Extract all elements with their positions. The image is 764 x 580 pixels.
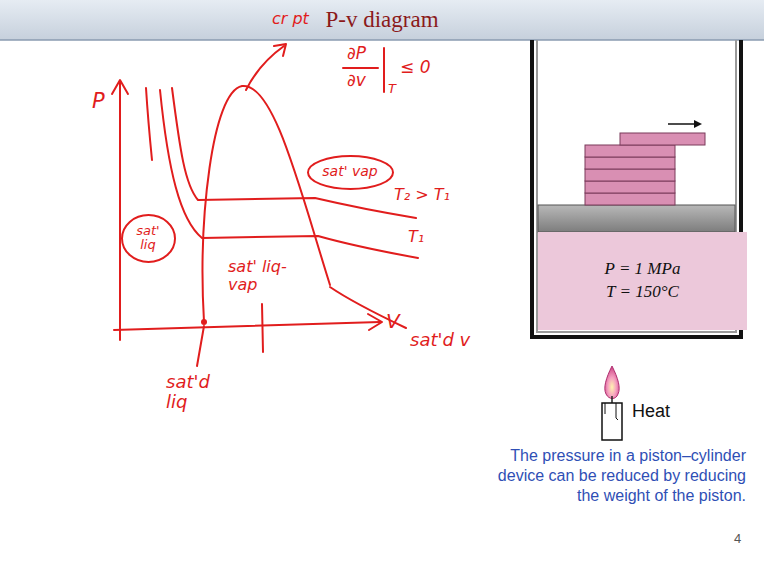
region-label: sat'd liq <box>166 372 222 412</box>
motion-arrowhead <box>694 120 702 128</box>
saturation-dome <box>203 86 330 322</box>
p-axis-arrow <box>112 80 128 94</box>
heat-label: Heat <box>632 402 670 422</box>
isotherm-t2 <box>172 88 416 218</box>
gas-chamber: P = 1 MPaT = 150°C <box>538 232 747 330</box>
flame <box>605 366 619 399</box>
leader-line <box>262 304 263 352</box>
circled-label: sat' liq <box>120 213 177 264</box>
state-value: T = 150°C <box>544 281 741 304</box>
state-value: P = 1 MPa <box>544 258 741 281</box>
derivative-subscript: T <box>388 82 396 96</box>
p-axis <box>119 82 121 340</box>
critical-point-label: cr pt <box>272 10 309 28</box>
header-rule <box>0 39 764 41</box>
slide-title: P-v diagram <box>0 7 764 32</box>
region-label: sat'd v <box>410 330 472 350</box>
isotherm-label: T₁ <box>408 228 424 246</box>
leader-line <box>197 326 204 366</box>
critical-point-arrow <box>246 46 284 90</box>
critical-point-arrowhead <box>274 44 286 56</box>
derivative-condition: ≤ 0 <box>400 58 430 77</box>
circled-label: sat' vap <box>306 154 395 191</box>
state-dot <box>201 319 207 325</box>
candle <box>602 366 622 440</box>
fraction-bar <box>343 67 378 69</box>
region-label: sat' liq-vap <box>228 258 302 293</box>
pv-sketch <box>112 44 418 366</box>
isotherm-t1 <box>160 90 418 258</box>
v-axis <box>114 322 380 330</box>
derivative-numerator: ∂P <box>347 44 366 63</box>
isotherm-label: T₂ > T₁ <box>394 186 450 204</box>
circled-text: sat' liq <box>131 224 165 253</box>
candle-body <box>602 403 622 440</box>
v-axis-arrow <box>368 314 382 330</box>
evaluation-bar <box>383 48 385 92</box>
axis-label: V <box>386 310 400 332</box>
piston <box>538 205 735 232</box>
derivative-denominator: ∂v <box>347 71 366 90</box>
header-bar <box>0 0 764 40</box>
figure-caption: The pressure in a piston–cylinder device… <box>478 446 746 506</box>
page-number: 4 <box>734 532 741 546</box>
axis-label: P <box>92 90 105 113</box>
isotherm-stub <box>146 88 152 160</box>
weights <box>585 133 705 205</box>
circled-text: sat' vap <box>322 164 377 179</box>
